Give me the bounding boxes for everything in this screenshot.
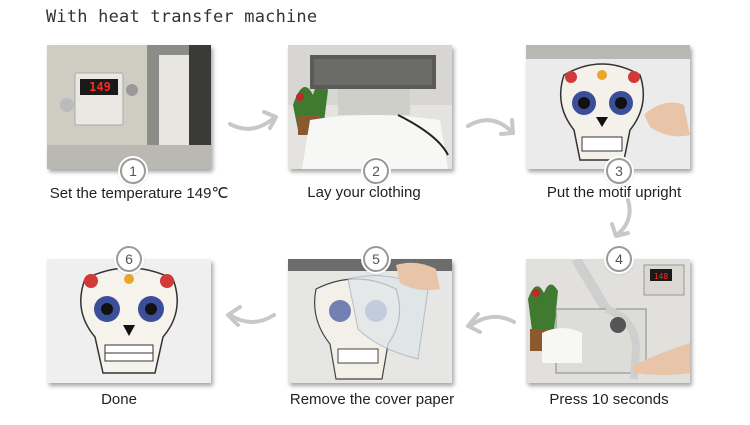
step-1-photo: 149	[47, 45, 211, 169]
step-5-photo	[288, 259, 452, 383]
arrow-right-icon	[466, 118, 515, 136]
svg-text:148: 148	[654, 272, 669, 281]
step-4-photo: 148	[526, 259, 690, 383]
arrow-left-icon	[226, 305, 276, 327]
step-5-number-badge: 5	[363, 246, 389, 272]
step-3-number-badge: 3	[606, 158, 632, 184]
step-1-number-badge: 1	[120, 158, 146, 184]
step-3-caption: Put the motif upright	[546, 184, 682, 201]
step-1-caption: Set the temperature 149℃	[49, 185, 229, 202]
step-6-photo	[47, 259, 211, 383]
step-2-number-badge: 2	[363, 158, 389, 184]
arrow-left-icon	[466, 312, 516, 334]
arrow-down-icon	[610, 198, 632, 238]
step-4-caption: Press 10 seconds	[549, 391, 669, 408]
step-3-photo	[526, 45, 690, 169]
arrow-right-icon	[228, 110, 278, 131]
step-6-number-badge: 6	[116, 246, 142, 272]
step-2-photo	[288, 45, 452, 169]
page-title: With heat transfer machine	[46, 7, 318, 27]
step-5-caption: Remove the cover paper	[289, 391, 455, 408]
step-4-number-badge: 4	[606, 246, 632, 272]
temperature-display-readout: 149	[89, 80, 111, 94]
step-2-caption: Lay your clothing	[307, 184, 421, 201]
step-6-caption: Done	[101, 391, 137, 408]
